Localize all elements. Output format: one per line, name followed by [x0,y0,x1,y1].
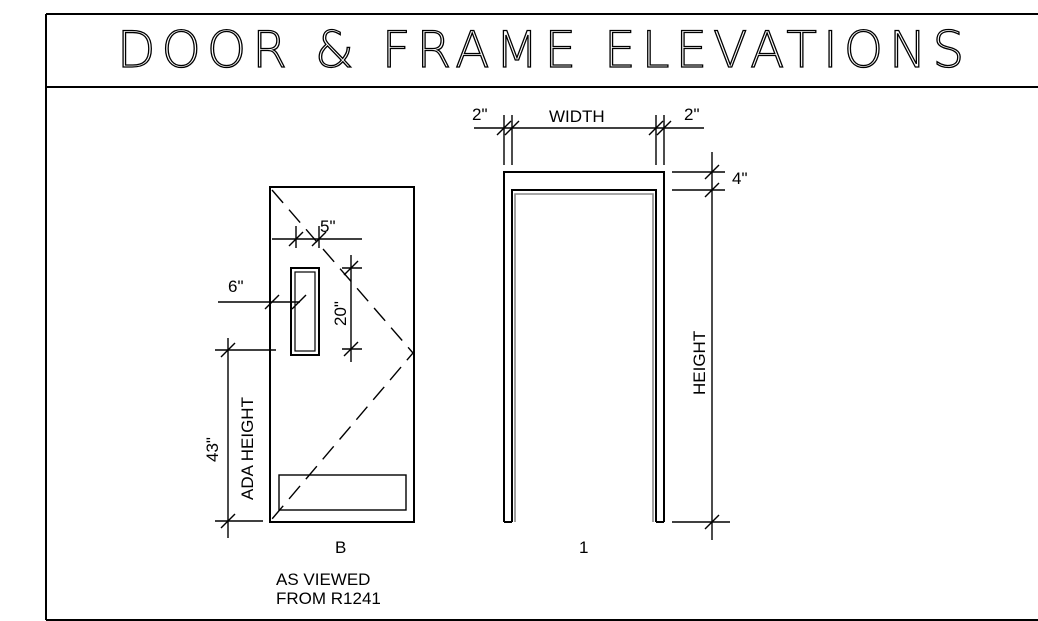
frame-stop [514,193,654,522]
door-tag: B [335,538,346,557]
sheet-title: DOOR & FRAME ELEVATIONS [117,21,970,79]
dim-ada-value-label: 43" [203,437,222,462]
door-swing-lines [271,189,414,520]
door-note-line1: AS VIEWED [276,570,370,589]
door-note-line2: FROM R1241 [276,589,381,608]
dim-ada-label: ADA HEIGHT [238,397,257,500]
sheet-border [45,13,1038,621]
dim-vision-height [342,255,362,362]
door-elevation: 5" 6" 20" 43" ADA HEIGHT B AS VIEWED [203,186,415,608]
dim-vision-height-label: 20" [331,301,350,326]
dim-width [474,115,704,165]
dim-height [672,152,730,540]
frame-inner-edge [511,189,657,522]
kick-plate [278,474,407,511]
dim-vision-edge [218,294,307,310]
dim-vision-offset [272,226,362,248]
dim-height-label: HEIGHT [690,331,709,395]
frame-outline [503,171,665,522]
dim-right-jamb-label: 2" [684,105,700,124]
dim-width-label: WIDTH [549,107,605,126]
door-leaf [269,186,415,523]
vision-lite [290,267,320,356]
frame-tag: 1 [579,538,588,557]
dim-vision-edge-label: 6" [228,277,244,296]
dim-ada-height [215,338,276,538]
vision-lite-glass [294,271,316,352]
dim-vision-offset-label: 5" [320,217,336,236]
frame-elevation: 2" WIDTH 2" 4" HEIGHT 1 [472,105,748,557]
dim-head-label: 4" [732,169,748,188]
dim-left-jamb-label: 2" [472,105,488,124]
